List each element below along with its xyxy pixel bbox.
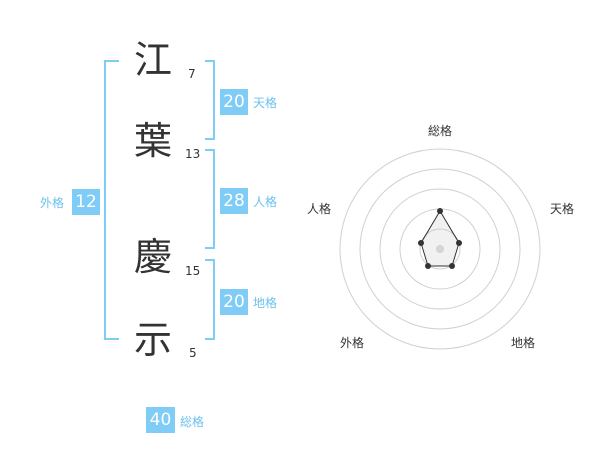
radar-point-tenkaku [456,240,462,246]
stroke-count-3: 15 [185,264,201,278]
chikaku-bracket [205,259,215,340]
radar-ring-1 [419,228,461,270]
radar-polygon [420,210,460,267]
gaikaku-bracket [104,60,119,340]
radar-label-jinkaku: 人格 [307,202,332,216]
jinkaku-value: 28 [220,188,248,214]
name-char-1: 江 [133,38,172,82]
radar-label-gaikaku: 外格 [340,336,365,350]
radar-label-soukaku: 総格 [428,124,453,138]
radar-ring-3 [379,188,501,310]
radar-point-chikaku [449,263,455,269]
radar-label-tenkaku: 天格 [550,202,575,216]
stroke-count-2: 13 [185,147,201,161]
tenkaku-value: 20 [220,89,248,115]
jinkaku-label: 人格 [253,195,278,209]
soukaku-label: 総格 [180,415,205,429]
radar-point-gaikaku [425,263,431,269]
radar-point-jinkaku [418,240,424,246]
tenkaku-bracket [205,60,215,140]
tenkaku-label: 天格 [253,96,278,110]
radar-ring-4 [359,168,521,330]
radar-ring-5 [339,148,541,350]
chikaku-label: 地格 [253,296,278,310]
radar-point-soukaku [437,208,443,214]
gaikaku-label: 外格 [40,196,65,210]
name-char-2: 葉 [133,119,172,163]
radar-center-dot [436,245,444,253]
name-char-3: 慶 [133,235,172,279]
name-char-4: 示 [133,318,172,362]
gaikaku-value: 12 [72,189,100,215]
stroke-count-4: 5 [189,346,197,360]
stroke-count-1: 7 [188,67,196,81]
chikaku-value: 20 [220,289,248,315]
jinkaku-bracket [205,149,215,249]
radar-label-chikaku: 地格 [511,336,536,350]
soukaku-value: 40 [146,407,175,433]
